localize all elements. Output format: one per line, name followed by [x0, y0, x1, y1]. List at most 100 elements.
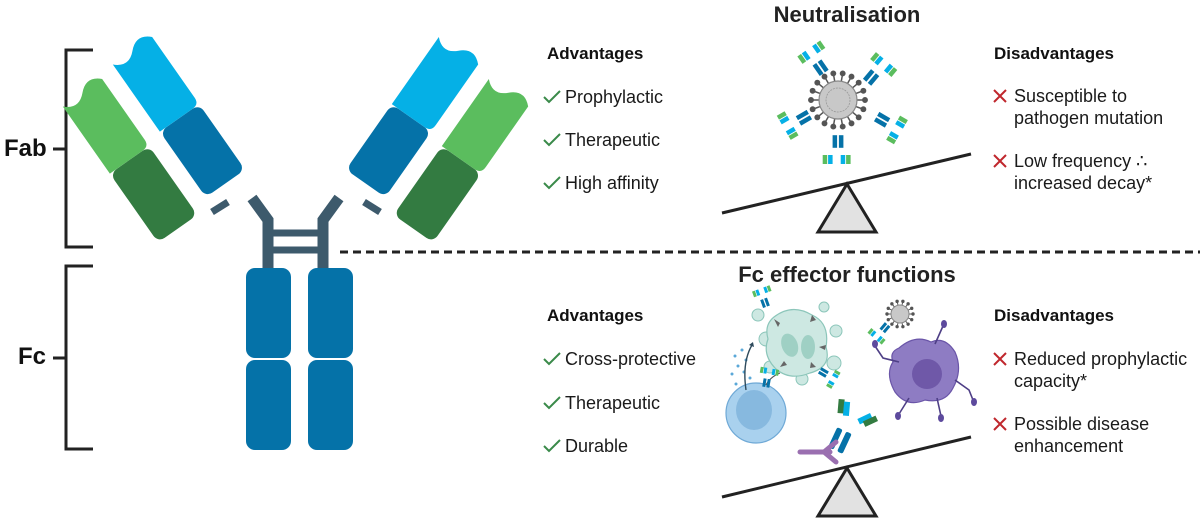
- fc-domains: [246, 268, 353, 450]
- virus-spike-tip: [808, 97, 814, 103]
- heavy-vh-left: [112, 36, 197, 132]
- virus-spike-tip: [901, 299, 905, 304]
- neutralisation-title: Neutralisation: [773, 2, 921, 27]
- virus-spike-tip: [862, 97, 868, 103]
- virus-spike-tip: [906, 322, 910, 326]
- light-cl-right: [396, 149, 478, 240]
- virus-spike-tip: [855, 79, 862, 86]
- disadvantage-item: Reduced prophylactic capacity*: [992, 348, 1187, 392]
- virus-spike-tip: [809, 87, 816, 94]
- light-vl-right: [441, 78, 529, 171]
- heavy-ch1-left: [163, 107, 242, 195]
- check-icon: [543, 350, 565, 372]
- check-icon: [543, 174, 565, 196]
- advantage-item: Cross-protective: [543, 348, 696, 370]
- advantage-item: Durable: [543, 435, 628, 457]
- seesaw-beam: [721, 152, 972, 215]
- virus-spike-tip: [886, 317, 890, 322]
- heavy-ch1-right: [349, 107, 428, 195]
- virus-spike-tip: [821, 73, 828, 80]
- advantage-item: High affinity: [543, 172, 659, 194]
- neutralisation-disadvantages-heading: Disadvantages: [994, 44, 1114, 63]
- seesaw-fc-effector: [721, 435, 972, 518]
- ch3-right: [308, 360, 353, 450]
- light-vl-left: [62, 78, 147, 174]
- fab-arm-right: [349, 36, 529, 240]
- cross-icon: [992, 350, 1014, 372]
- advantage-item: Therapeutic: [543, 392, 660, 414]
- virus-spike-tip: [860, 87, 867, 94]
- virus-icon: [885, 299, 915, 329]
- fc-label: Fc: [18, 343, 47, 370]
- fc-advantages-heading: Advantages: [547, 306, 644, 325]
- mini-antibody-icon: [822, 135, 851, 164]
- mini-antibody-icon: [797, 40, 829, 76]
- fab-arm-left: [62, 36, 242, 240]
- granule-release-icon: [730, 342, 754, 391]
- mini-antibody-icon: [873, 111, 908, 145]
- virus-spike-tip: [910, 317, 914, 322]
- check-icon: [543, 131, 565, 153]
- disadvantage-item: Low frequency ∴ increased decay*: [992, 150, 1152, 194]
- virus-spike-tip: [830, 123, 837, 130]
- virus-spike-tip: [895, 324, 899, 329]
- seesaw-beam: [721, 435, 972, 499]
- check-icon: [543, 88, 565, 110]
- mini-antibody-icon: [862, 52, 898, 86]
- fab-bracket: [53, 48, 93, 249]
- virus-spike-tip: [814, 79, 821, 86]
- seesaw-neutralisation: [721, 152, 972, 234]
- neutralisation-advantages-heading: Advantages: [547, 44, 644, 63]
- fc-effector-illustration: [725, 285, 977, 465]
- virus-spike-tip: [814, 114, 821, 121]
- light-cl-left: [113, 149, 195, 240]
- virus-spike-tip: [855, 114, 862, 121]
- ch2-right: [308, 268, 353, 358]
- virus-spike-tip: [848, 73, 855, 80]
- virus-spike-tip: [890, 302, 894, 306]
- virus-spike-tip: [901, 324, 905, 329]
- hinge-region: [210, 194, 382, 268]
- infected-cell-icon: [751, 301, 843, 386]
- ch2-left: [246, 268, 291, 358]
- fc-receptor-bound-antibody-icon: [797, 399, 879, 465]
- cross-icon: [992, 87, 1014, 109]
- virus-spike-tip: [886, 306, 890, 311]
- fc-disadvantages-heading: Disadvantages: [994, 306, 1114, 325]
- mini-antibody-icon: [752, 285, 772, 308]
- virus-spike-tip: [885, 312, 889, 316]
- advantage-item: Therapeutic: [543, 129, 660, 151]
- virus-spike-tip: [910, 306, 914, 311]
- cross-icon: [992, 415, 1014, 437]
- seesaw-fulcrum: [815, 465, 879, 518]
- cross-icon: [992, 152, 1014, 174]
- mini-antibody-icon: [759, 366, 780, 388]
- virus-spike-tip: [809, 106, 816, 113]
- mini-antibody-icon: [817, 367, 841, 389]
- mini-antibody-icon: [776, 109, 813, 140]
- virus-spike-tip: [906, 302, 910, 306]
- check-icon: [543, 394, 565, 416]
- macrophage-icon: [872, 320, 977, 422]
- fc-effector-title: Fc effector functions: [738, 262, 956, 287]
- disadvantage-item: Possible disease enhancement: [992, 413, 1149, 457]
- virus-spike-tip: [839, 123, 846, 130]
- virus-spike-tip: [911, 312, 915, 316]
- fc-bracket: [53, 264, 93, 451]
- fab-label: Fab: [4, 135, 47, 162]
- virus-icon: [808, 70, 868, 130]
- virus-spike-tip: [848, 120, 855, 127]
- virus-spike-tip: [839, 70, 846, 77]
- check-icon: [543, 437, 565, 459]
- mini-antibody-icon: [867, 322, 891, 345]
- nk-cell-icon: [725, 372, 787, 444]
- heavy-vh-right: [391, 36, 479, 129]
- virus-spike-tip: [895, 299, 899, 304]
- seesaw-fulcrum: [815, 181, 879, 234]
- virus-spike-tip: [821, 120, 828, 127]
- neutralisation-virus-illustration: [776, 40, 908, 164]
- disadvantage-item: Susceptible to pathogen mutation: [992, 85, 1163, 129]
- advantage-item: Prophylactic: [543, 86, 663, 108]
- virus-spike-tip: [890, 322, 894, 326]
